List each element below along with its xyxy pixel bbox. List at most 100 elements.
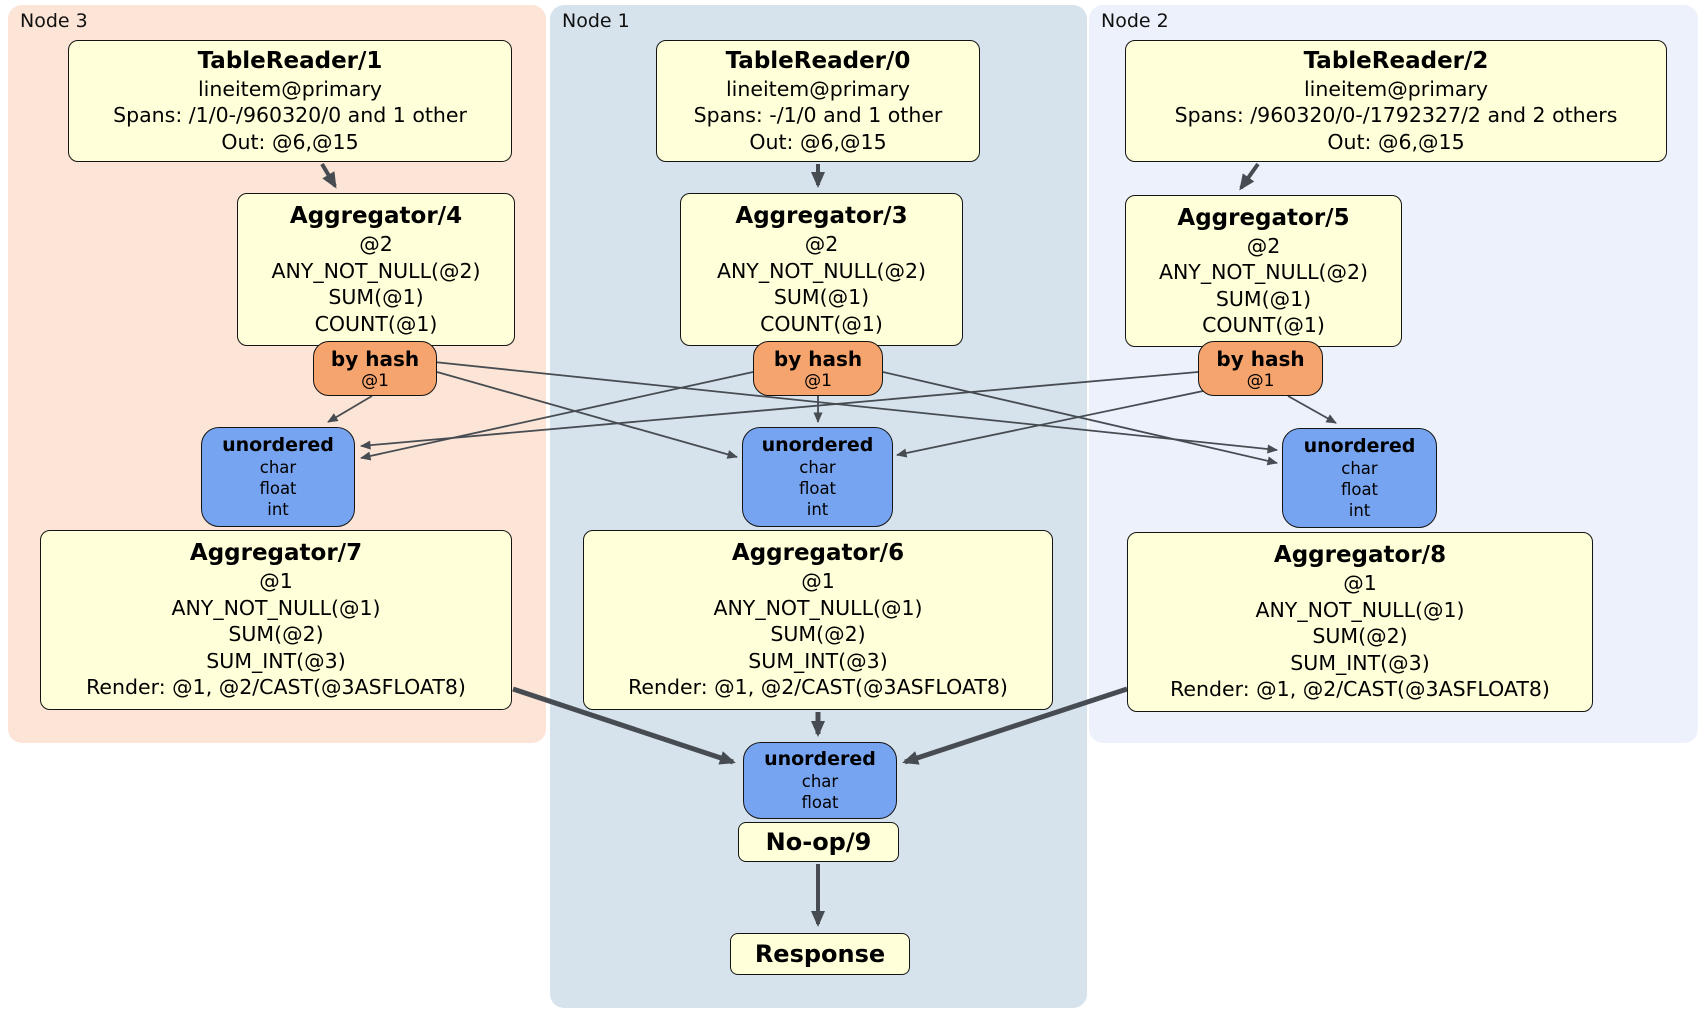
aggregator-3-box[interactable]: Aggregator/3 @2 ANY_NOT_NULL(@2) SUM(@1)… xyxy=(680,193,963,346)
aggregator-6-group: @1 xyxy=(801,569,835,594)
aggregator-8-fn2: SUM(@2) xyxy=(1312,624,1408,649)
aggregator-8-group: @1 xyxy=(1343,571,1377,596)
node2-label: Node 2 xyxy=(1101,10,1169,32)
tablereader-1-out: Out: @6,@15 xyxy=(221,129,359,154)
aggregator-8-fn1: ANY_NOT_NULL(@1) xyxy=(1255,597,1465,622)
aggregator-6-title: Aggregator/6 xyxy=(731,540,905,567)
hash-router-node3-key: @1 xyxy=(361,370,389,391)
aggregator-8-title: Aggregator/8 xyxy=(1273,542,1447,569)
aggregator-4-group: @2 xyxy=(359,232,393,256)
unordered-sync-final-label: unordered xyxy=(764,748,876,770)
aggregator-7-fn2: SUM(@2) xyxy=(228,622,324,647)
response-box[interactable]: Response xyxy=(730,933,910,975)
aggregator-4-fn1: ANY_NOT_NULL(@2) xyxy=(271,258,481,283)
edge-tr2-agg5 xyxy=(1239,162,1260,191)
unordered-sync-node1-col1: char xyxy=(799,458,836,477)
tablereader-2-index: lineitem@primary xyxy=(1303,76,1489,101)
hash-router-node1-key: @1 xyxy=(804,370,832,391)
unordered-sync-node3-col3: int xyxy=(267,500,289,519)
hash-router-node3[interactable]: by hash @1 xyxy=(313,341,437,396)
edge-agg7-final xyxy=(512,686,736,765)
edge-r3-u3 xyxy=(327,395,373,423)
aggregator-7-title: Aggregator/7 xyxy=(189,540,363,567)
aggregator-3-fn3: COUNT(@1) xyxy=(760,311,883,336)
aggregator-5-fn1: ANY_NOT_NULL(@2) xyxy=(1158,260,1369,284)
unordered-sync-node3-label: unordered xyxy=(222,434,334,456)
aggregator-6-box[interactable]: Aggregator/6 @1 ANY_NOT_NULL(@1) SUM(@2)… xyxy=(583,530,1053,710)
aggregator-3-title: Aggregator/3 xyxy=(735,203,908,229)
aggregator-8-box[interactable]: Aggregator/8 @1 ANY_NOT_NULL(@1) SUM(@2)… xyxy=(1127,532,1593,712)
aggregator-7-box[interactable]: Aggregator/7 @1 ANY_NOT_NULL(@1) SUM(@2)… xyxy=(40,530,512,710)
tablereader-1-title: TableReader/1 xyxy=(197,47,383,74)
aggregator-6-render: Render: @1, @2/CAST(@3ASFLOAT8) xyxy=(628,675,1008,700)
edge-r2-u1 xyxy=(896,389,1209,458)
aggregator-7-render: Render: @1, @2/CAST(@3ASFLOAT8) xyxy=(86,675,466,700)
edge-r2-u2 xyxy=(1287,395,1337,424)
tablereader-2-box[interactable]: TableReader/2 lineitem@primary Spans: /9… xyxy=(1125,40,1667,162)
unordered-sync-node2-label: unordered xyxy=(1303,435,1416,457)
tablereader-0-out: Out: @6,@15 xyxy=(749,129,887,154)
tablereader-1-box[interactable]: TableReader/1 lineitem@primary Spans: /1… xyxy=(68,40,512,162)
unordered-sync-final-col1: char xyxy=(801,772,839,791)
unordered-sync-node2-col1: char xyxy=(1341,459,1378,478)
aggregator-5-fn3: COUNT(@1) xyxy=(1202,313,1325,337)
node3-label: Node 3 xyxy=(20,10,88,32)
aggregator-3-fn2: SUM(@1) xyxy=(773,285,870,309)
hash-router-node2-label: by hash xyxy=(1216,346,1305,371)
edge-tr1-agg4 xyxy=(320,162,337,189)
aggregator-5-box[interactable]: Aggregator/5 @2 ANY_NOT_NULL(@2) SUM(@1)… xyxy=(1125,195,1402,347)
unordered-sync-node1-col2: float xyxy=(798,479,837,498)
aggregator-8-fn3: SUM_INT(@3) xyxy=(1290,650,1430,675)
unordered-sync-node2[interactable]: unordered char float int xyxy=(1282,428,1437,528)
tablereader-0-index: lineitem@primary xyxy=(725,76,911,101)
aggregator-3-fn1: ANY_NOT_NULL(@2) xyxy=(716,258,927,283)
edge-r1-u3 xyxy=(360,371,754,461)
edge-r2-u3 xyxy=(360,371,1199,450)
edge-r3-u1 xyxy=(436,371,738,459)
aggregator-4-fn2: SUM(@1) xyxy=(328,285,424,309)
tablereader-0-box[interactable]: TableReader/0 lineitem@primary Spans: -/… xyxy=(656,40,980,162)
tablereader-0-title: TableReader/0 xyxy=(725,47,911,74)
response-title: Response xyxy=(754,939,886,968)
tablereader-1-spans: Spans: /1/0-/960320/0 and 1 other xyxy=(113,103,467,128)
unordered-sync-node3-col2: float xyxy=(259,479,297,498)
aggregator-6-fn2: SUM(@2) xyxy=(770,622,866,647)
aggregator-4-fn3: COUNT(@1) xyxy=(314,311,438,336)
tablereader-2-title: TableReader/2 xyxy=(1303,47,1489,74)
aggregator-7-group: @1 xyxy=(259,569,293,594)
tablereader-1-index: lineitem@primary xyxy=(197,76,383,101)
unordered-sync-final[interactable]: unordered char float xyxy=(743,742,897,819)
unordered-sync-node3-col1: char xyxy=(259,458,297,477)
noop-title: No-op/9 xyxy=(765,827,872,856)
hash-router-node3-label: by hash xyxy=(330,346,420,371)
unordered-sync-node1-col3: int xyxy=(806,500,829,519)
aggregator-4-box[interactable]: Aggregator/4 @2 ANY_NOT_NULL(@2) SUM(@1)… xyxy=(237,193,515,346)
node1-label: Node 1 xyxy=(562,10,630,32)
tablereader-2-spans: Spans: /960320/0-/1792327/2 and 2 others xyxy=(1174,103,1618,128)
aggregator-3-group: @2 xyxy=(804,232,839,256)
unordered-sync-final-col2: float xyxy=(801,793,839,812)
hash-router-node1[interactable]: by hash @1 xyxy=(753,341,883,396)
aggregator-7-fn1: ANY_NOT_NULL(@1) xyxy=(171,595,381,620)
hash-router-node1-label: by hash xyxy=(773,346,863,371)
aggregator-8-render: Render: @1, @2/CAST(@3ASFLOAT8) xyxy=(1170,677,1550,702)
unordered-sync-node1-label: unordered xyxy=(761,434,874,456)
tablereader-2-out: Out: @6,@15 xyxy=(1327,129,1465,154)
aggregator-5-fn2: SUM(@1) xyxy=(1215,286,1312,311)
aggregator-6-fn1: ANY_NOT_NULL(@1) xyxy=(713,595,923,620)
aggregator-6-fn3: SUM_INT(@3) xyxy=(748,648,888,673)
unordered-sync-node2-col3: int xyxy=(1348,501,1371,520)
noop-box[interactable]: No-op/9 xyxy=(738,822,899,862)
edge-r3-u2 xyxy=(433,361,1278,454)
unordered-sync-node1[interactable]: unordered char float int xyxy=(742,427,893,527)
unordered-sync-node3[interactable]: unordered char float int xyxy=(201,427,355,527)
edge-agg8-final xyxy=(902,686,1128,765)
aggregator-7-fn3: SUM_INT(@3) xyxy=(206,648,346,673)
hash-router-node2-key: @1 xyxy=(1246,370,1275,391)
tablereader-0-spans: Spans: -/1/0 and 1 other xyxy=(693,103,943,128)
unordered-sync-node2-col2: float xyxy=(1340,480,1379,499)
aggregator-5-group: @2 xyxy=(1246,233,1281,258)
hash-router-node2[interactable]: by hash @1 xyxy=(1198,341,1323,396)
